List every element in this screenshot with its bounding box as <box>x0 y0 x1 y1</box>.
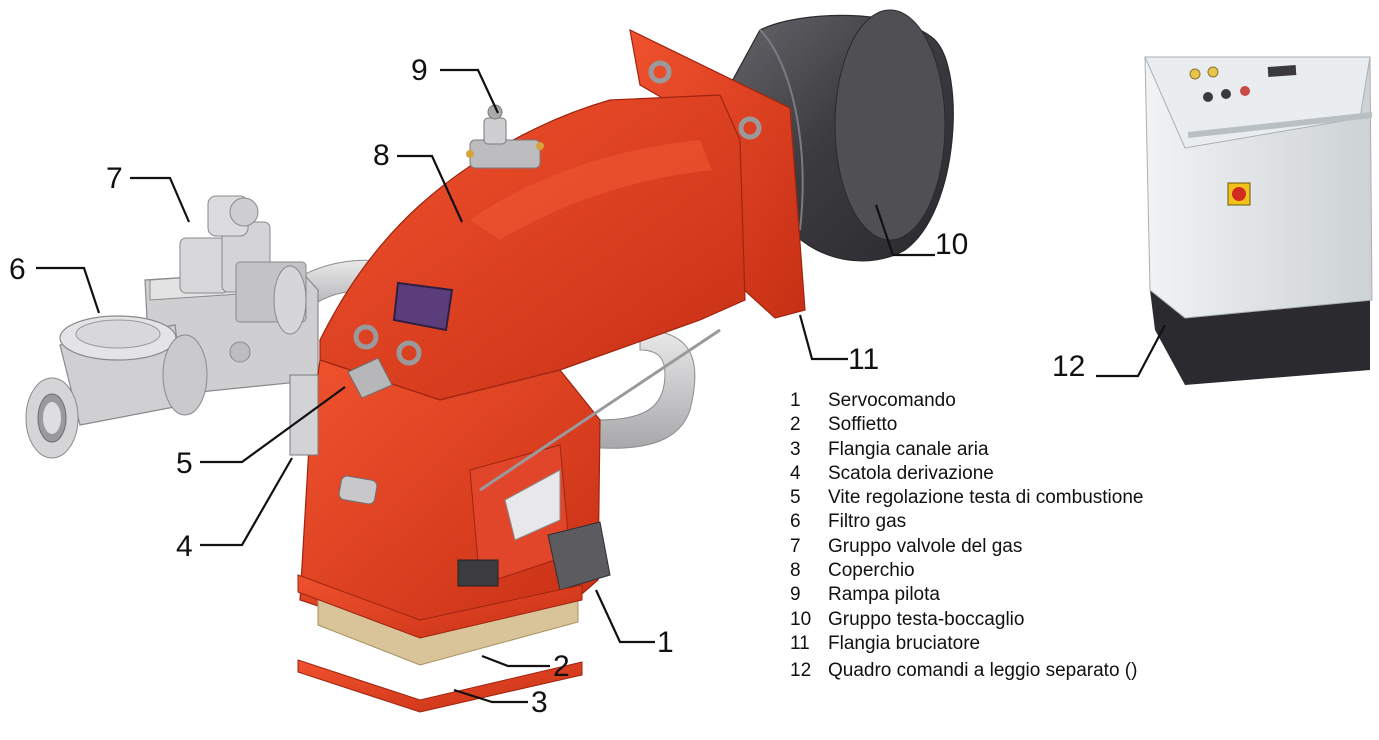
callout-numbers: 1 2 3 4 5 6 7 8 9 10 11 12 <box>9 54 1085 719</box>
pilot-ramp <box>466 104 544 169</box>
legend-item: 1 Servocomando <box>790 389 1143 413</box>
display-window <box>392 281 454 332</box>
legend-item: 10 Gruppo testa-boccaglio <box>790 608 1143 632</box>
legend-label: Flangia bruciatore <box>828 632 981 654</box>
legend-number: 2 <box>790 414 801 436</box>
air-damper-assembly <box>457 328 721 591</box>
legend-number: 6 <box>790 511 801 533</box>
legend-item: 6 Filtro gas <box>790 510 1143 534</box>
control-cabinet <box>1144 56 1373 385</box>
callout-7: 7 <box>106 162 123 195</box>
callout-leaders <box>36 68 1166 704</box>
gas-pipe-lower <box>597 329 696 449</box>
legend-number: 12 <box>790 660 812 682</box>
legend-number: 5 <box>790 487 801 509</box>
legend-number: 4 <box>790 462 801 484</box>
legend-item: 2 Soffietto <box>790 413 1143 437</box>
burner-body <box>289 28 806 641</box>
callout-4: 4 <box>176 530 193 563</box>
callout-11: 11 <box>848 343 879 376</box>
legend-label: Soffietto <box>828 414 898 436</box>
legend-label: Coperchio <box>828 560 915 582</box>
leader-8 <box>397 154 464 223</box>
leader-12 <box>1096 324 1166 378</box>
callout-3: 3 <box>531 686 548 719</box>
legend-number: 9 <box>790 584 801 606</box>
legend-number: 1 <box>790 390 801 411</box>
legend-label: Gruppo testa-boccaglio <box>828 608 1025 630</box>
callout-6: 6 <box>9 253 26 286</box>
legend-number: 11 <box>790 632 810 654</box>
parts-legend: 1 Servocomando 2 Soffietto 3 Flangia canale… <box>790 389 1143 684</box>
legend-number: 3 <box>790 438 801 460</box>
air-duct-flange <box>297 659 583 713</box>
legend-label: Scatola derivazione <box>828 462 994 484</box>
legend-number: 7 <box>790 535 801 557</box>
leader-2 <box>481 654 550 668</box>
callout-8: 8 <box>373 139 390 172</box>
leader-10 <box>874 204 935 257</box>
legend-item: 3 Flangia canale aria <box>790 438 1143 462</box>
air-duct <box>297 574 583 713</box>
legend-label: Rampa pilota <box>828 584 940 606</box>
legend-item: 7 Gruppo valvole del gas <box>790 535 1143 559</box>
legend-item: 4 Scatola derivazione <box>790 462 1143 486</box>
legend-label: Quadro comandi a leggio separato () <box>828 660 1138 682</box>
callout-12: 12 <box>1052 350 1085 383</box>
legend-item: 12 Quadro comandi a leggio separato () <box>790 659 1143 683</box>
callout-10: 10 <box>935 228 968 261</box>
gas-filter <box>25 315 208 459</box>
leader-9 <box>440 68 499 114</box>
callout-9: 9 <box>411 54 428 87</box>
legend-item: 11 Flangia bruciatore <box>790 632 1143 656</box>
callout-5: 5 <box>176 447 193 480</box>
leader-5 <box>200 386 346 464</box>
leader-11 <box>798 314 848 361</box>
legend-number: 10 <box>790 608 812 630</box>
gas-train <box>25 195 696 459</box>
legend-label: Vite regolazione testa di combustione <box>828 487 1144 509</box>
legend-item: 9 Rampa pilota <box>790 583 1143 607</box>
legend-number: 8 <box>790 560 801 582</box>
legend-item: 8 Coperchio <box>790 559 1143 583</box>
leader-3 <box>453 688 528 704</box>
adjustment-screw <box>347 357 393 399</box>
leader-4 <box>200 457 293 547</box>
servomotor <box>547 521 611 591</box>
leader-7 <box>130 176 191 223</box>
legend-label: Flangia canale aria <box>828 438 989 460</box>
leader-1 <box>595 589 655 644</box>
callout-1: 1 <box>657 626 674 659</box>
callout-2: 2 <box>553 650 570 683</box>
legend-label: Gruppo valvole del gas <box>828 535 1023 557</box>
leader-6 <box>36 266 101 314</box>
legend-item: 5 Vite regolazione testa di combustione <box>790 486 1143 510</box>
junction-box <box>289 374 319 456</box>
legend-label: Filtro gas <box>828 511 907 533</box>
legend-label: Servocomando <box>828 390 956 411</box>
